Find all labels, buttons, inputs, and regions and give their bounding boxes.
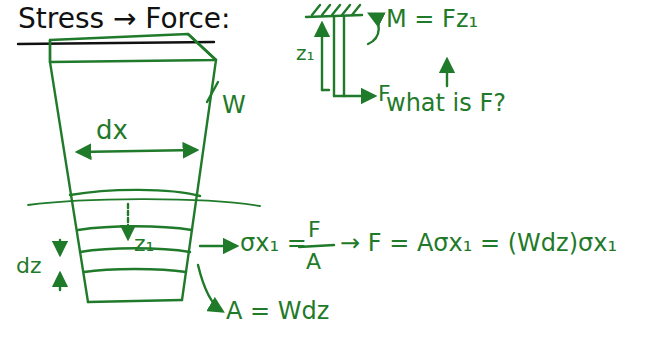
- title: Stress → Force:: [18, 4, 231, 35]
- dimension-label: W: [222, 92, 246, 118]
- stress-symbol: σx₁ =: [240, 230, 307, 256]
- moment-equation: M = Fz₁: [386, 6, 478, 32]
- fraction-numerator: F: [308, 218, 321, 242]
- position-label: z₁: [134, 232, 154, 256]
- dimension-label: z₁: [296, 42, 315, 64]
- area-equation: A = Wdz: [226, 298, 329, 324]
- beam-element: [28, 34, 334, 311]
- title-underline: [18, 42, 214, 44]
- dimension-label: dz: [16, 254, 42, 278]
- fraction-denominator: A: [306, 250, 321, 274]
- dimension-label: dx: [96, 116, 128, 145]
- question-note: what is F?: [386, 90, 506, 116]
- force-equation: → F = Aσx₁ = (Wdz)σx₁: [340, 230, 617, 256]
